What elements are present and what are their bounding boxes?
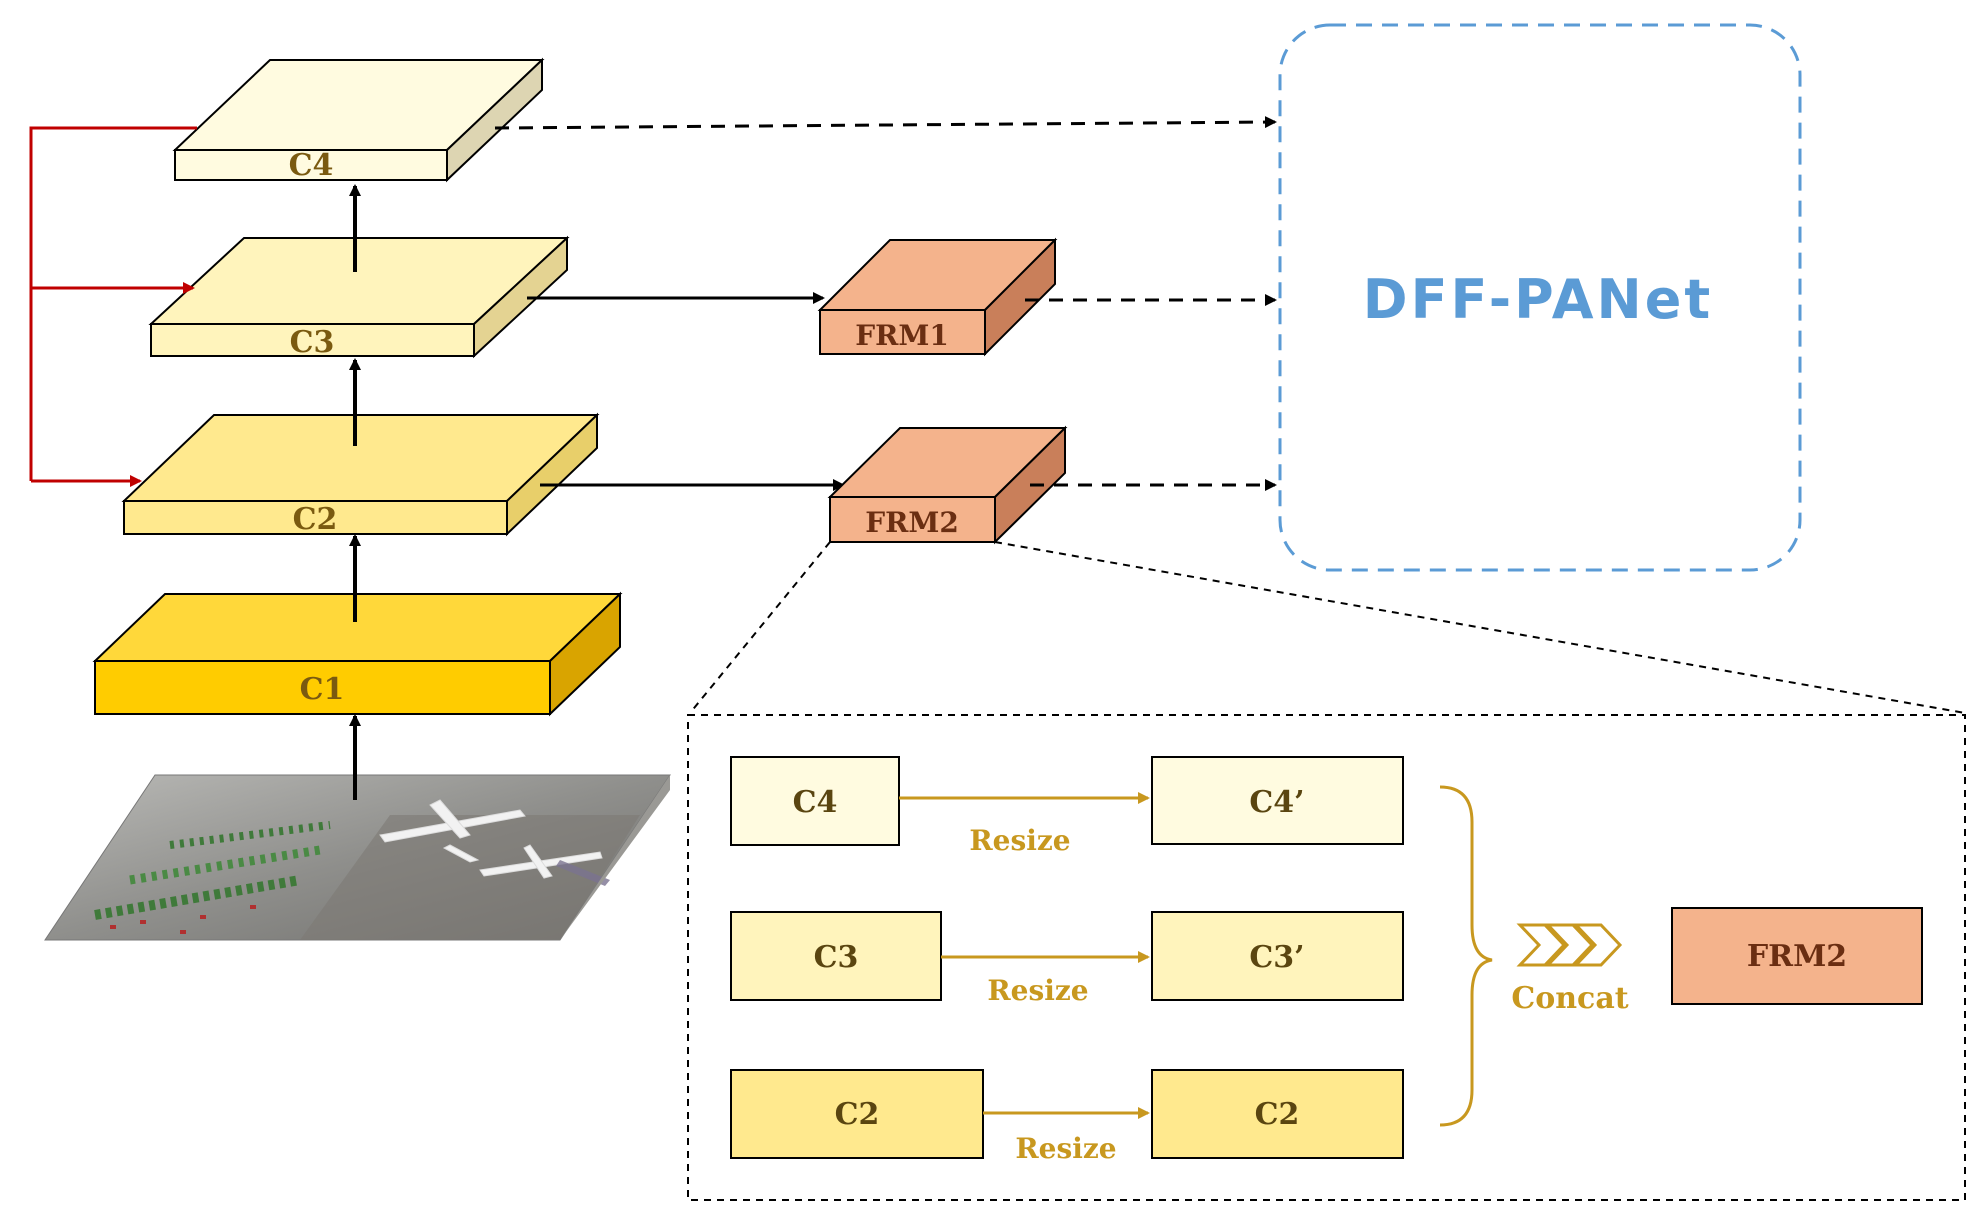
concat-chevron-icon — [1516, 923, 1623, 967]
dashed-arrow-c4-to-panet — [494, 116, 1277, 130]
frm2-block: FRM2 — [827, 425, 1068, 545]
aerial-input-image — [44, 774, 671, 941]
dashed-arrows-to-panet — [494, 116, 1277, 491]
detail-c4-label: C4 — [793, 785, 838, 820]
detail-c2-label: C2 — [835, 1097, 880, 1132]
dff-panet-panel: DFF-PANet — [1278, 23, 1802, 572]
frm1-label: FRM1 — [855, 319, 949, 352]
zoom-lines — [689, 541, 1966, 714]
detail-c2-out-label: C2 — [1255, 1097, 1300, 1132]
detail-c2-box — [730, 1069, 984, 1159]
resize-label-c2: Resize — [1015, 1132, 1116, 1165]
frm1-block: FRM1 — [817, 237, 1058, 357]
concat-label: Concat — [1511, 981, 1628, 1016]
resize-label-c3: Resize — [987, 974, 1088, 1007]
detail-frm2-output-box — [1671, 907, 1923, 1005]
layer-c2: C2 — [121, 412, 600, 537]
layer-c4-label: C4 — [289, 148, 334, 183]
detail-c4p-label: C4’ — [1249, 785, 1304, 820]
layer-c3-label: C3 — [290, 325, 335, 360]
curly-brace — [1439, 785, 1493, 1127]
layer-c4: C4 — [172, 57, 545, 183]
red-feedback-arrows — [29, 126, 197, 487]
layer-c1-label: C1 — [300, 672, 345, 707]
detail-c3-box — [730, 911, 942, 1001]
frm2-detail-panel: C4 Resize C4’ C3 Resize C3’ C2 Resize C2… — [687, 714, 1966, 1201]
detail-c4p-box — [1151, 756, 1404, 845]
detail-c3p-label: C3’ — [1249, 940, 1304, 975]
frm2-label: FRM2 — [865, 506, 959, 539]
dff-panet-title: DFF-PANet — [1363, 268, 1713, 331]
layer-c1: C1 — [92, 591, 623, 717]
detail-frm2-output-label: FRM2 — [1747, 939, 1847, 974]
layer-c2-label: C2 — [293, 502, 338, 537]
resize-label-c4: Resize — [969, 824, 1070, 857]
layer-c3: C3 — [148, 235, 570, 360]
detail-c2-out-box — [1151, 1069, 1404, 1159]
detail-c3-label: C3 — [814, 940, 859, 975]
detail-c3p-box — [1151, 911, 1404, 1001]
detail-c4-box — [730, 756, 900, 846]
